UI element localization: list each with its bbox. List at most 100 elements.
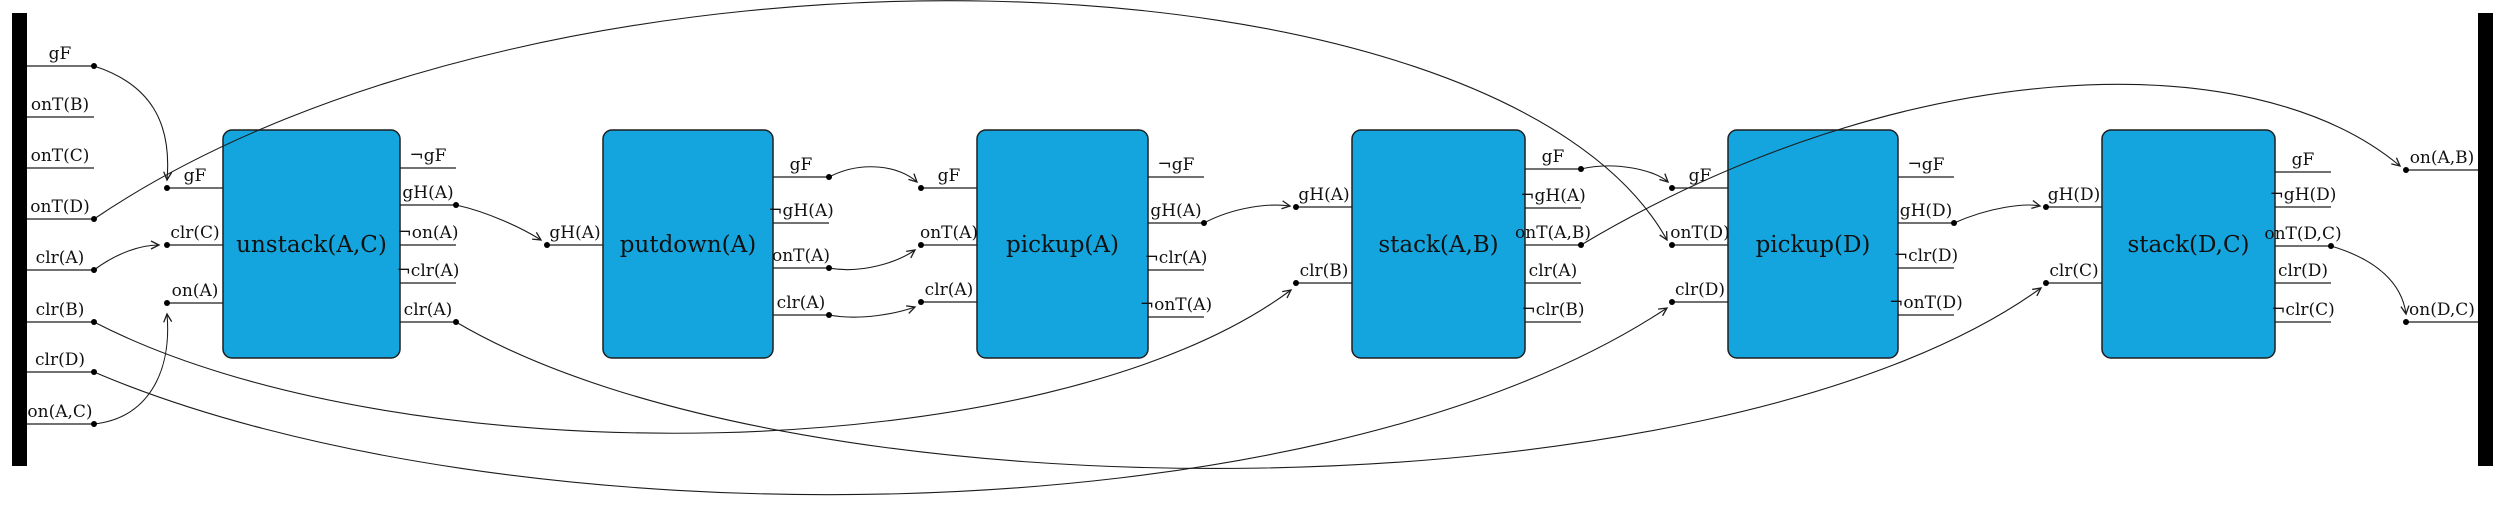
init-fact-label: on(A,C) [27, 402, 92, 422]
port-dot [164, 185, 170, 191]
input-port-label: gH(D) [2048, 185, 2101, 205]
goal-fact-label: on(A,B) [2410, 148, 2475, 168]
action-group: putdown(A)gH(A)gF¬gH(A)onT(A)clr(A) [547, 129, 834, 359]
action-output-port: ¬on(A) [398, 223, 459, 246]
output-port-label: ¬clr(C) [2271, 300, 2335, 320]
action-title: stack(A,B) [1378, 232, 1498, 258]
output-port-label: gF [790, 155, 813, 175]
causal-link-edge [828, 305, 917, 318]
port-dot [826, 265, 832, 271]
causal-link-edge [1580, 165, 1670, 183]
init-fact-label: clr(D) [35, 350, 85, 370]
init-fact-label: onT(C) [31, 146, 90, 166]
port-dot [2328, 243, 2334, 249]
port-dot [1201, 220, 1207, 226]
action-box [1351, 129, 1526, 359]
output-port-label: ¬onT(A) [1140, 295, 1212, 315]
goal-fact-label: on(D,C) [2409, 300, 2475, 320]
action-output-port: ¬clr(A) [1145, 248, 1207, 271]
port-dot [91, 267, 97, 273]
causal-links-group [93, 0, 2410, 496]
output-port-label: ¬clr(A) [397, 261, 460, 281]
output-port-label: ¬clr(D) [1894, 246, 1958, 266]
init-fact-label: clr(B) [36, 300, 85, 320]
port-dot [1293, 280, 1299, 286]
port-dot [91, 63, 97, 69]
causal-link-edge [1953, 200, 2042, 224]
port-dot [918, 299, 924, 305]
output-port-label: ¬clr(B) [1521, 300, 1584, 320]
goal-fact-stub: on(A,B) [2406, 148, 2478, 171]
causal-link-edge [455, 204, 543, 241]
output-port-label: gH(A) [1150, 201, 1201, 221]
output-port-label: ¬gF [1158, 155, 1195, 175]
action-box [976, 129, 1149, 359]
init-fact-stub: onT(D) [27, 197, 94, 220]
init-fact-stub: onT(C) [27, 146, 94, 169]
input-port-label: onT(D) [1670, 223, 1729, 243]
input-port-label: gF [184, 166, 207, 186]
port-dot [2403, 319, 2409, 325]
output-port-label: gH(D) [1900, 201, 1953, 221]
port-dot [544, 242, 550, 248]
output-port-label: ¬on(A) [398, 223, 459, 243]
port-dot [826, 312, 832, 318]
action-group: stack(A,B)gH(A)clr(B)gF¬gH(A)onT(A,B)clr… [1296, 129, 1591, 359]
port-dot [918, 185, 924, 191]
causal-link-edge [93, 0, 1668, 242]
action-title: pickup(D) [1756, 232, 1871, 258]
action-output-port: ¬gH(A) [768, 201, 834, 224]
action-output-port: clr(A) [773, 293, 829, 316]
action-output-port: gF [773, 155, 829, 178]
port-dot [1578, 242, 1584, 248]
initial-state-group: gF onT(B) onT(C) onT(D) clr(A) clr(B) clr(D) on… [12, 13, 94, 466]
input-port-label: on(A) [172, 281, 219, 301]
action-input-port: gH(A) [547, 223, 603, 246]
action-box [2101, 129, 2276, 359]
input-port-label: clr(D) [1675, 280, 1725, 300]
action-input-port: clr(B) [1296, 261, 1352, 284]
init-fact-label: onT(D) [30, 197, 89, 217]
port-dot [1669, 185, 1675, 191]
causal-link-edge [828, 166, 919, 183]
init-fact-label: onT(B) [31, 95, 89, 115]
init-fact-stub: clr(B) [27, 300, 94, 323]
action-input-port: gH(A) [1296, 185, 1352, 208]
init-wall [12, 13, 27, 466]
output-port-label: onT(D,C) [2264, 224, 2341, 244]
action-output-port: ¬clr(A) [397, 261, 460, 284]
goal-fact-stub: on(D,C) [2406, 300, 2478, 323]
action-input-port: clr(C) [167, 223, 223, 246]
port-dot [1951, 220, 1957, 226]
output-port-label: onT(A) [772, 246, 830, 266]
action-input-port: gF [1672, 166, 1728, 189]
input-port-label: gH(A) [549, 223, 600, 243]
input-port-label: gH(A) [1298, 185, 1349, 205]
output-port-label: onT(A,B) [1515, 223, 1591, 243]
action-output-port: onT(A,B) [1515, 223, 1591, 246]
output-port-label: gH(A) [402, 183, 453, 203]
action-box [1727, 129, 1899, 359]
action-input-port: clr(A) [921, 280, 977, 303]
init-fact-label: clr(A) [36, 248, 85, 268]
causal-link-edge [93, 289, 1293, 434]
action-title: stack(D,C) [2127, 232, 2249, 258]
init-fact-stub: clr(D) [27, 350, 94, 373]
port-dot [918, 242, 924, 248]
input-port-label: clr(A) [925, 280, 974, 300]
port-dot [91, 319, 97, 325]
causal-link-edge [1203, 200, 1292, 224]
action-output-port: onT(A) [772, 246, 830, 269]
port-dot [2043, 280, 2049, 286]
action-output-port: gH(A) [1148, 201, 1204, 224]
output-port-label: ¬gH(A) [1520, 186, 1586, 206]
port-dot [2043, 204, 2049, 210]
action-output-port: ¬gF [1898, 155, 1954, 178]
goal-wall [2478, 13, 2493, 466]
output-port-label: ¬gF [1908, 155, 1945, 175]
port-dot [1669, 242, 1675, 248]
input-port-label: clr(C) [2049, 261, 2098, 281]
port-dot [1578, 166, 1584, 172]
init-fact-label: gF [49, 44, 72, 64]
port-dot [2403, 167, 2409, 173]
